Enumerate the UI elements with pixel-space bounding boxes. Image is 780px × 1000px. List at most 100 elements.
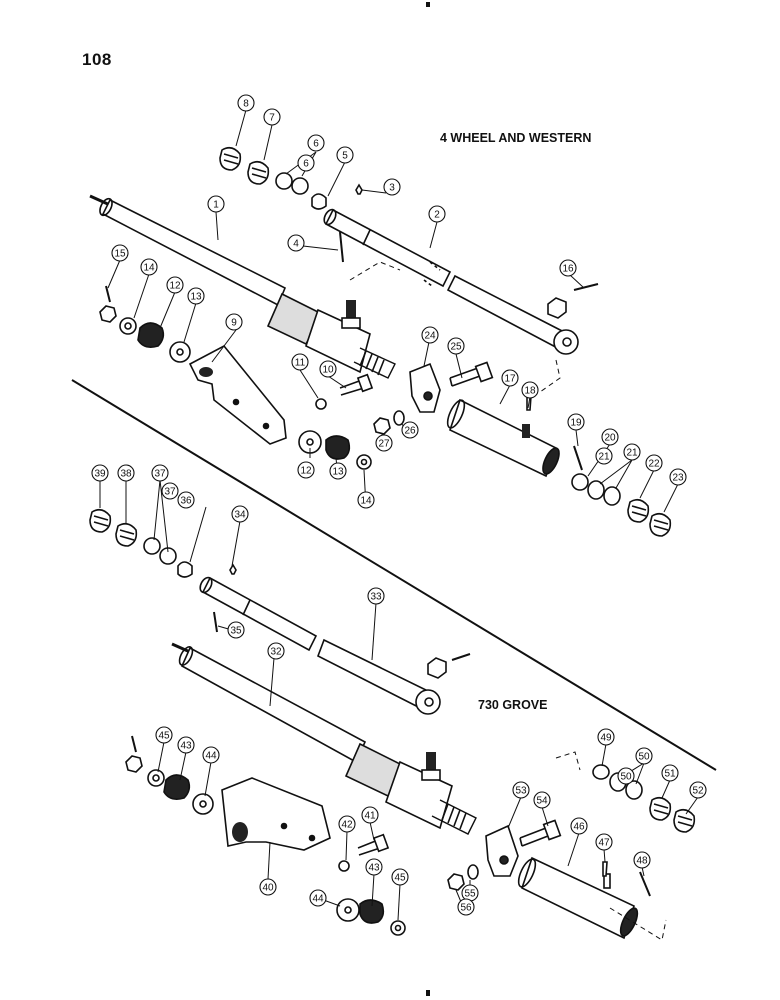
bolt-25-drawing	[449, 361, 494, 387]
callout-21: 21	[595, 447, 613, 465]
svg-text:7: 7	[269, 113, 275, 124]
tube-2-drawing	[323, 208, 579, 355]
sleeve-46-drawing	[517, 856, 639, 940]
svg-text:13: 13	[190, 292, 202, 303]
svg-text:27: 27	[378, 439, 390, 450]
callout-4: 4	[287, 234, 305, 252]
callout-44: 44	[309, 889, 327, 907]
cylinder-1-drawing	[89, 194, 396, 379]
callout-35: 35	[227, 621, 245, 639]
callout-10: 10	[319, 360, 337, 378]
section-title-4-wheel-and-western: 4 WHEEL AND WESTERN	[440, 131, 592, 145]
bracket-40-drawing	[221, 777, 331, 851]
svg-text:23: 23	[672, 473, 684, 484]
sleeve-17-drawing	[446, 398, 560, 478]
svg-text:11: 11	[295, 358, 306, 369]
callout-41: 41	[361, 806, 379, 824]
callout-14: 14	[357, 491, 375, 509]
svg-text:33: 33	[370, 592, 382, 603]
callout-55: 55	[461, 884, 479, 902]
svg-text:18: 18	[524, 386, 536, 397]
svg-text:12: 12	[300, 466, 312, 477]
callout-6: 6	[307, 134, 325, 152]
svg-text:14: 14	[143, 263, 155, 274]
svg-text:36: 36	[180, 496, 192, 507]
svg-text:17: 17	[504, 374, 516, 385]
callout-22: 22	[645, 454, 663, 472]
callout-50: 50	[617, 767, 635, 785]
svg-text:13: 13	[332, 467, 344, 478]
scan-mark-top	[426, 2, 430, 7]
callout-15: 15	[111, 244, 129, 262]
svg-text:45: 45	[394, 873, 406, 884]
callout-51: 51	[661, 764, 679, 782]
svg-text:43: 43	[180, 741, 192, 752]
callout-3: 3	[383, 178, 401, 196]
svg-text:37: 37	[154, 469, 166, 480]
callout-42: 42	[338, 815, 356, 833]
callout-5: 5	[336, 146, 354, 164]
svg-text:41: 41	[364, 811, 376, 822]
svg-text:4: 4	[293, 239, 299, 250]
svg-text:10: 10	[322, 365, 334, 376]
callout-21: 21	[623, 443, 641, 461]
callout-37: 37	[161, 482, 179, 500]
callout-43: 43	[177, 736, 195, 754]
top-assembly	[89, 146, 672, 537]
svg-text:49: 49	[600, 733, 612, 744]
svg-text:22: 22	[648, 459, 660, 470]
callout-27: 27	[375, 434, 393, 452]
cylinder-32-drawing	[171, 642, 477, 835]
callout-12: 12	[166, 276, 184, 294]
callout-6: 6	[297, 154, 315, 172]
callout-17: 17	[501, 369, 519, 387]
callout-11: 11	[291, 353, 309, 371]
svg-text:55: 55	[464, 889, 476, 900]
callout-25: 25	[447, 337, 465, 355]
svg-text:44: 44	[312, 894, 324, 905]
section-divider-line	[71, 379, 717, 771]
svg-text:16: 16	[562, 264, 574, 275]
callout-20: 20	[601, 428, 619, 446]
svg-text:21: 21	[626, 448, 638, 459]
callout-48: 48	[633, 851, 651, 869]
callout-2: 2	[428, 205, 446, 223]
section-title-730-grove: 730 GROVE	[478, 698, 548, 712]
tube-33-drawing	[199, 576, 441, 715]
callout-14: 14	[140, 258, 158, 276]
callout-40: 40	[259, 878, 277, 896]
svg-text:25: 25	[450, 342, 462, 353]
scan-mark-bottom	[426, 990, 430, 996]
callout-50: 50	[635, 747, 653, 765]
svg-text:48: 48	[636, 856, 648, 867]
callout-46: 46	[570, 817, 588, 835]
callout-53: 53	[512, 781, 530, 799]
bracket-9-drawing	[188, 344, 287, 445]
callout-52: 52	[689, 781, 707, 799]
callouts: 1234566789101112121313141415161718192021…	[91, 94, 707, 916]
svg-text:32: 32	[270, 647, 282, 658]
callout-33: 33	[367, 587, 385, 605]
svg-text:46: 46	[573, 822, 585, 833]
svg-text:6: 6	[303, 159, 309, 170]
svg-text:39: 39	[94, 469, 106, 480]
callout-13: 13	[329, 462, 347, 480]
callout-16: 16	[559, 259, 577, 277]
svg-text:50: 50	[638, 752, 650, 763]
svg-text:35: 35	[230, 626, 242, 637]
callout-12: 12	[297, 461, 315, 479]
callout-37: 37	[151, 464, 169, 482]
callout-36: 36	[177, 491, 195, 509]
callout-56: 56	[457, 898, 475, 916]
svg-text:47: 47	[598, 838, 610, 849]
svg-text:6: 6	[313, 139, 319, 150]
callout-7: 7	[263, 108, 281, 126]
callout-1: 1	[207, 195, 225, 213]
svg-text:19: 19	[570, 418, 582, 429]
callout-44: 44	[202, 746, 220, 764]
svg-text:34: 34	[234, 510, 246, 521]
bottom-assembly	[89, 508, 696, 941]
callout-54: 54	[533, 791, 551, 809]
callout-47: 47	[595, 833, 613, 851]
bolt-10-drawing	[339, 373, 374, 396]
